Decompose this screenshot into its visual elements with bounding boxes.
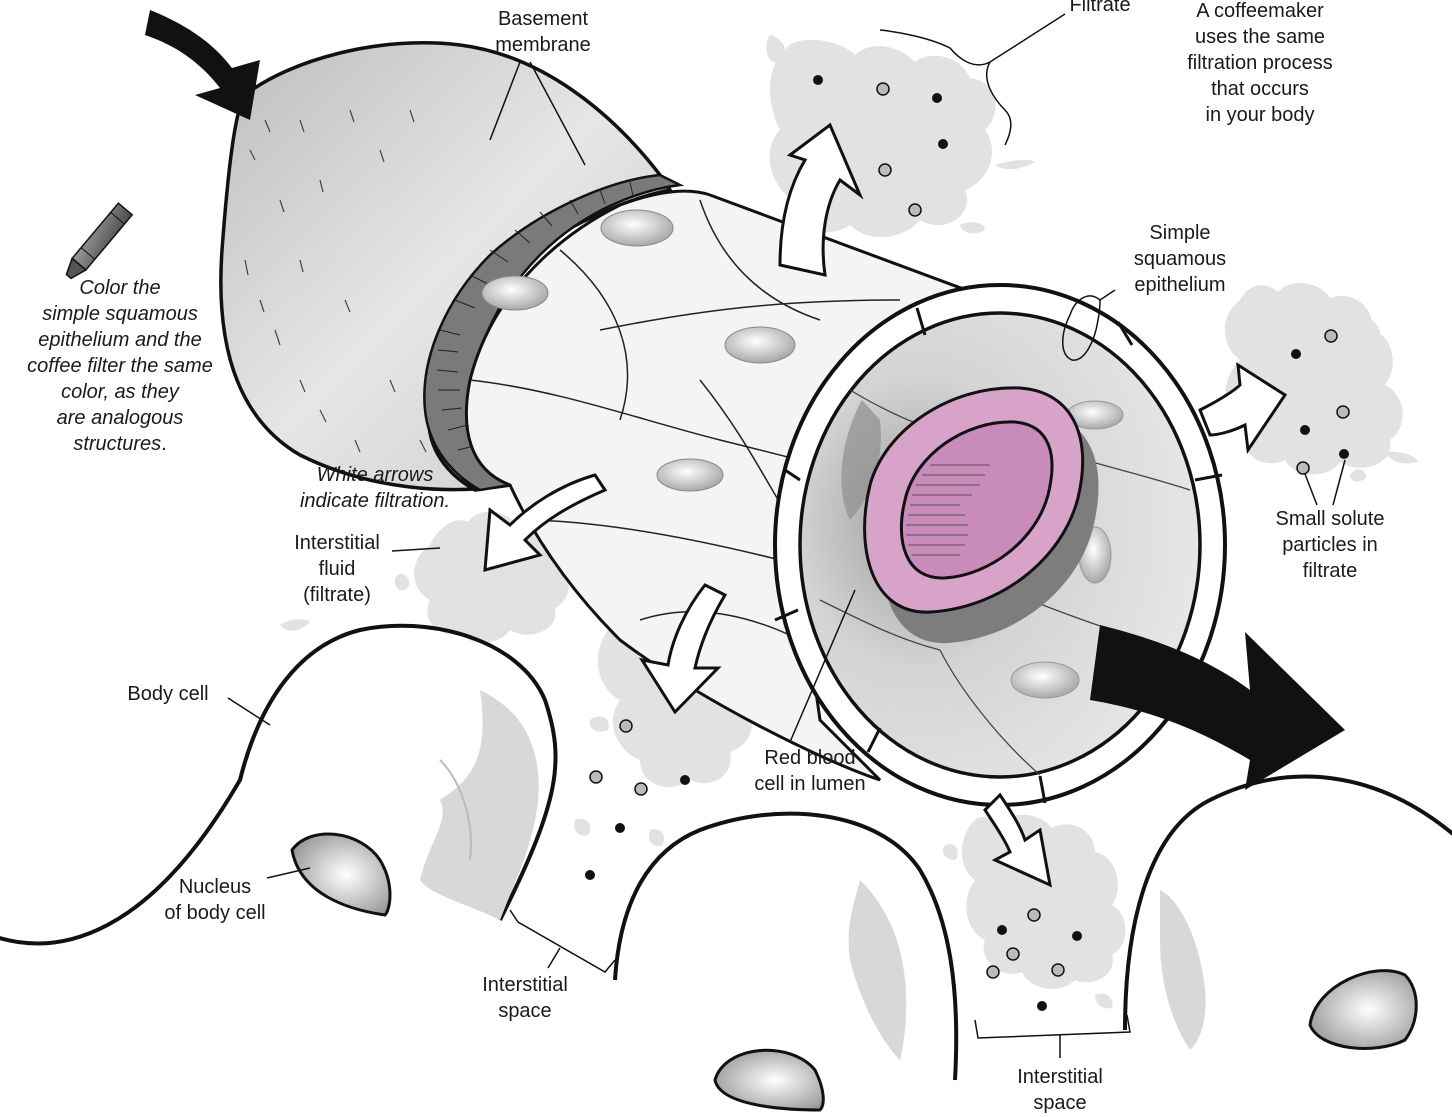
filtrate-label: Filtrate: [1045, 0, 1155, 18]
nucleus-left: [292, 834, 390, 915]
color-instruction-end: .: [161, 433, 167, 455]
crayon-icon: [62, 203, 132, 282]
nucleus-right: [1310, 971, 1416, 1049]
interstitial-fluid-label: Interstitial fluid (filtrate): [272, 530, 402, 608]
color-instruction: Color the simple squamous epithelium and…: [0, 275, 240, 457]
blood-flow-arrow-icon: [1090, 625, 1345, 790]
color-instruction-main: Color the simple squamous epithelium and…: [27, 277, 213, 455]
blood-flow-arrow-icon: [145, 10, 260, 120]
body-cell-label: Body cell: [108, 681, 228, 707]
basement-membrane-label: Basement membrane: [468, 6, 618, 58]
coffeemaker-note: A coffeemaker uses the same filtration p…: [1150, 0, 1370, 128]
nucleus-bottom-middle: [715, 1050, 823, 1110]
interstitial-space-left-label: Interstitial space: [450, 972, 600, 1024]
small-solute-particles-label: Small solute particles in filtrate: [1245, 506, 1415, 584]
red-blood-cell-label: Red blood cell in lumen: [730, 745, 890, 797]
endothelial-nucleus: [601, 210, 673, 246]
interstitial-space-right-label: Interstitial space: [985, 1064, 1135, 1116]
white-arrows-note: White arrows indicate filtration.: [270, 462, 480, 514]
simple-squamous-epithelium-label: Simple squamous epithelium: [1100, 220, 1260, 298]
capillary: [221, 43, 1225, 805]
body-cell-middle: [615, 814, 956, 1080]
nucleus-label: Nucleus of body cell: [140, 874, 290, 926]
